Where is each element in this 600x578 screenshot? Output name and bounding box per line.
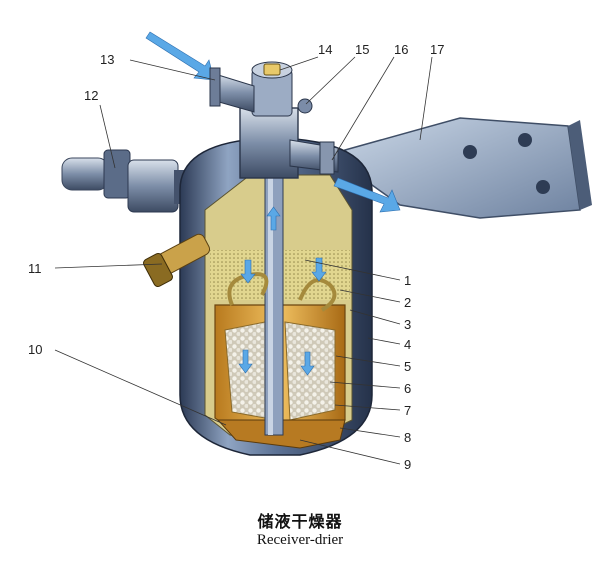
label-10: 10 — [28, 342, 42, 357]
label-1: 1 — [404, 273, 411, 288]
part-number-labels: 1 2 3 4 5 6 7 8 9 10 11 12 13 14 15 16 1… — [28, 42, 444, 472]
mounting-bracket — [343, 117, 592, 219]
refrigerant-flow-arrows — [145, 31, 401, 376]
caption-title-chinese: 储液干燥器 — [257, 512, 343, 531]
label-14: 14 — [318, 42, 332, 57]
label-17: 17 — [430, 42, 444, 57]
label-8: 8 — [404, 430, 411, 445]
label-5: 5 — [404, 359, 411, 374]
label-16: 16 — [394, 42, 408, 57]
label-3: 3 — [404, 317, 411, 332]
cutaway-interior — [204, 149, 353, 449]
label-13: 13 — [100, 52, 114, 67]
label-7: 7 — [404, 403, 411, 418]
caption-title-english: Receiver-drier — [256, 532, 344, 548]
top-fitting-block — [209, 61, 339, 179]
label-11: 11 — [28, 261, 42, 276]
label-15: 15 — [355, 42, 369, 57]
leader-lines — [54, 56, 433, 465]
label-4: 4 — [404, 337, 411, 352]
label-2: 2 — [404, 295, 411, 310]
receiver-drier-cutaway-diagram: 1 2 3 4 5 6 7 8 9 10 11 12 13 14 15 16 1… — [28, 31, 592, 472]
label-9: 9 — [404, 457, 411, 472]
label-6: 6 — [404, 381, 411, 396]
label-12: 12 — [84, 88, 98, 103]
pressure-switch — [61, 149, 194, 213]
sight-glass-fitting — [143, 233, 211, 288]
